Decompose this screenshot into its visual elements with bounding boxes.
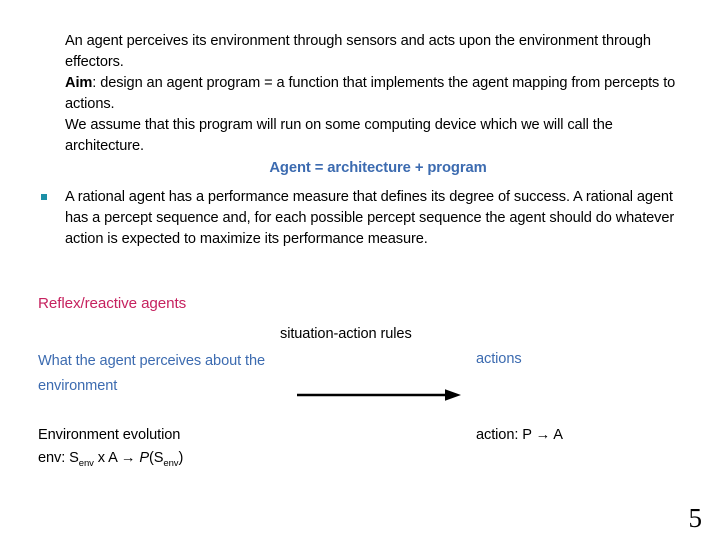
formula-prefix: env: S — [38, 450, 79, 466]
diagram-label-actions: actions — [476, 351, 522, 367]
formula-subscript-2: env — [163, 458, 179, 469]
section-heading-reflex-agents: Reflex/reactive agents — [38, 295, 187, 312]
body-text-block: An agent perceives its environment throu… — [65, 31, 691, 179]
paragraph-aim: Aim: design an agent program = a functio… — [65, 73, 691, 115]
formula-middle: x A → — [93, 450, 140, 466]
formula-italic-p: P — [139, 450, 149, 466]
paragraph-perceives: An agent perceives its environment throu… — [65, 33, 651, 70]
paragraph-assume: We assume that this program will run on … — [65, 117, 613, 154]
diagram-label-environment-evolution: Environment evolution — [38, 427, 181, 443]
diagram-arrow-right-icon — [295, 386, 465, 404]
diagram-label-percepts: What the agent perceives about the envir… — [38, 353, 266, 394]
agent-equation-line: Agent = architecture + program — [269, 160, 487, 176]
page-number: 5 — [688, 503, 703, 533]
diagram-label-action-mapping: action: P → A — [476, 427, 563, 443]
formula-close-paren: ) — [178, 450, 184, 466]
formula-subscript-1: env — [78, 458, 94, 469]
diagram-formula-environment: env: Senv x A → P(Senv) — [38, 448, 183, 470]
formula-open-paren: (S — [149, 450, 164, 466]
bullet-item-text: A rational agent has a performance measu… — [65, 189, 675, 247]
aim-text: : design an agent program = a function t… — [65, 75, 676, 112]
square-bullet-icon — [41, 194, 47, 200]
diagram-label-situation-action-rules: situation-action rules — [280, 326, 412, 342]
aim-label: Aim — [65, 75, 93, 91]
bullet-list-item: A rational agent has a performance measu… — [38, 187, 692, 250]
